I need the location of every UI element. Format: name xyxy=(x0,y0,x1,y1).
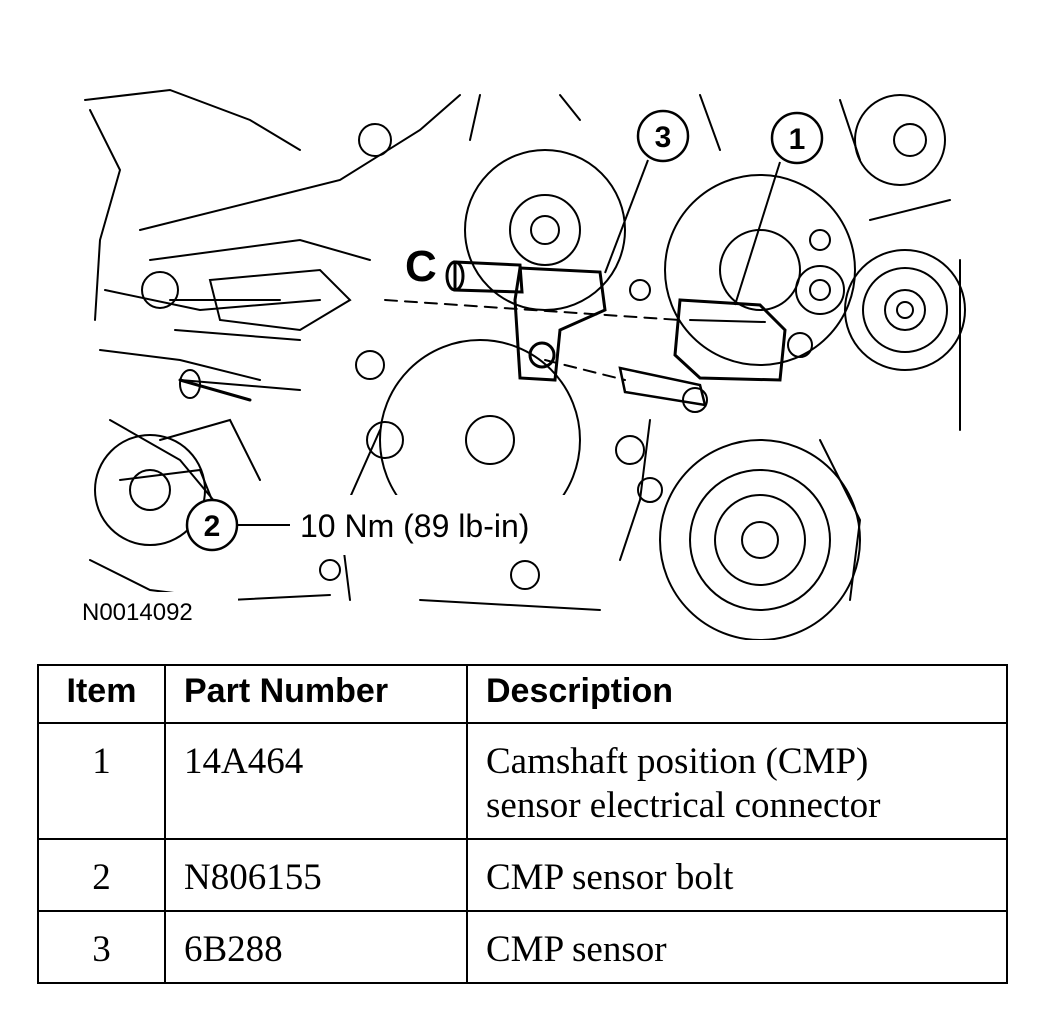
header-part-number: Part Number xyxy=(164,664,468,724)
cell-description: CMP sensor bolt xyxy=(466,838,1008,912)
engine-line-art xyxy=(84,88,966,640)
callout-3-label: 3 xyxy=(655,121,672,154)
callout-2: 2 10 Nm (89 lb-in) xyxy=(185,495,592,555)
table-row: 3 6B288 CMP sensor xyxy=(37,910,1008,984)
callout-2-label: 2 xyxy=(204,510,221,543)
cell-part-number: 6B288 xyxy=(164,910,468,984)
header-item: Item xyxy=(37,664,166,724)
callout-3: 3 xyxy=(604,109,690,274)
description-line: Camshaft position (CMP) xyxy=(486,741,869,782)
description-line: sensor electrical connector xyxy=(486,785,881,826)
description-line: CMP sensor xyxy=(486,929,667,970)
cell-part-number: N806155 xyxy=(164,838,468,912)
cell-description: Camshaft position (CMP) sensor electrica… xyxy=(466,722,1008,840)
parts-table: Item Part Number Description 1 14A464 Ca… xyxy=(37,664,1008,984)
table-row: 1 14A464 Camshaft position (CMP) sensor … xyxy=(37,722,1008,840)
table-row: 2 N806155 CMP sensor bolt xyxy=(37,838,1008,912)
header-description: Description xyxy=(466,664,1008,724)
callout-1: 1 xyxy=(734,111,824,306)
cell-item: 3 xyxy=(37,910,166,984)
reference-id: N0014092 xyxy=(82,599,193,626)
cell-part-number: 14A464 xyxy=(164,722,468,840)
cell-item: 2 xyxy=(37,838,166,912)
torque-spec: 10 Nm (89 lb-in) xyxy=(300,508,529,544)
cell-item: 1 xyxy=(37,722,166,840)
table-header-row: Item Part Number Description xyxy=(37,664,1008,724)
cell-description: CMP sensor xyxy=(466,910,1008,984)
view-letter: C xyxy=(405,242,437,291)
description-line: CMP sensor bolt xyxy=(486,857,734,898)
callout-1-label: 1 xyxy=(789,123,806,156)
engine-illustration: 3 1 2 10 Nm (89 lb-in) C N0014092 xyxy=(82,88,966,640)
